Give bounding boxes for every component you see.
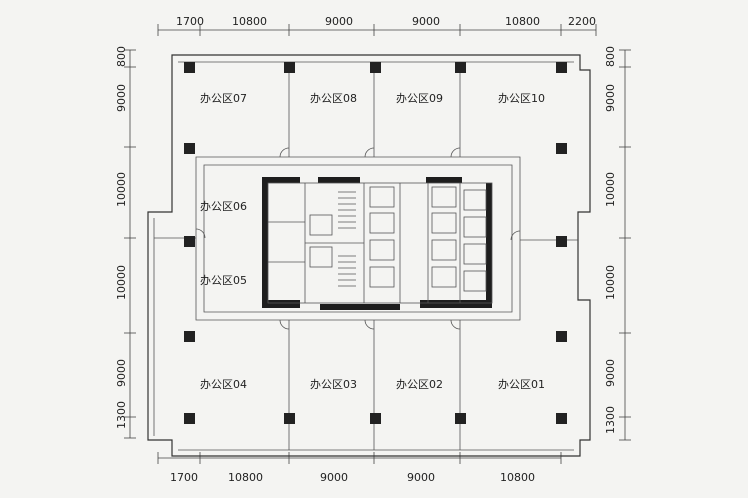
column — [455, 62, 466, 73]
bottom-dim-5: 10800 — [500, 471, 535, 484]
zone-label-10: 办公区10 — [498, 92, 545, 105]
right-dim-2: 9000 — [604, 84, 617, 112]
top-dimension-line — [157, 24, 597, 36]
top-dim-3: 9000 — [325, 15, 353, 28]
column — [556, 236, 567, 247]
zone-label-06: 办公区06 — [200, 200, 247, 213]
zone-label-01: 办公区01 — [498, 378, 545, 391]
column — [284, 62, 295, 73]
elevator-car — [463, 270, 487, 292]
column — [370, 413, 381, 424]
elevator-car — [431, 239, 457, 261]
zone-labels: 办公区07 办公区08 办公区09 办公区10 办公区06 办公区05 办公区0… — [200, 92, 545, 391]
elevator-car — [431, 212, 457, 234]
column — [284, 413, 295, 424]
column — [184, 62, 195, 73]
structural-columns — [184, 62, 567, 424]
column — [556, 413, 567, 424]
elevator-car — [309, 246, 333, 268]
elevators — [309, 186, 487, 292]
zone-label-04: 办公区04 — [200, 378, 247, 391]
right-dim-6: 1300 — [604, 406, 617, 434]
zone-label-09: 办公区09 — [396, 92, 443, 105]
right-dim-3: 10000 — [604, 172, 617, 207]
bottom-dimension-labels: 1700 10800 9000 9000 10800 — [170, 471, 535, 484]
column — [556, 143, 567, 154]
elevator-car — [431, 266, 457, 288]
zone-label-07: 办公区07 — [200, 92, 247, 105]
bottom-dim-2: 10800 — [228, 471, 263, 484]
column — [556, 331, 567, 342]
right-dim-1: 800 — [604, 46, 617, 67]
elevator-car — [369, 186, 395, 208]
elevator-car — [369, 212, 395, 234]
elevator-car — [463, 243, 487, 265]
elevator-car — [309, 214, 333, 236]
bottom-dim-3: 9000 — [320, 471, 348, 484]
elevator-car — [369, 239, 395, 261]
bottom-dim-1: 1700 — [170, 471, 198, 484]
column — [370, 62, 381, 73]
elevator-car — [463, 189, 487, 211]
building-core — [262, 177, 493, 310]
column — [556, 62, 567, 73]
stairs — [338, 191, 356, 287]
elevator-car — [463, 216, 487, 238]
right-dim-5: 9000 — [604, 359, 617, 387]
zone-label-05: 办公区05 — [200, 274, 247, 287]
left-dim-2: 9000 — [115, 84, 128, 112]
top-dim-6: 2200 — [568, 15, 596, 28]
left-dimension-labels: 800 9000 10000 10000 9000 1300 — [115, 46, 128, 429]
elevator-car — [369, 266, 395, 288]
left-dim-6: 1300 — [115, 401, 128, 429]
right-dim-4: 10000 — [604, 265, 617, 300]
bottom-dim-4: 9000 — [407, 471, 435, 484]
left-dim-1: 800 — [115, 46, 128, 67]
top-dim-2: 10800 — [232, 15, 267, 28]
left-dim-5: 9000 — [115, 359, 128, 387]
zone-partitions — [154, 62, 578, 450]
top-dim-1: 1700 — [176, 15, 204, 28]
left-dimension-line — [124, 49, 136, 439]
column — [184, 413, 195, 424]
zone-label-02: 办公区02 — [396, 378, 443, 391]
left-dim-4: 10000 — [115, 265, 128, 300]
right-dimension-labels: 800 9000 10000 10000 9000 1300 — [604, 46, 617, 434]
column — [184, 331, 195, 342]
door-swings — [195, 147, 521, 330]
column — [455, 413, 466, 424]
top-dimension-labels: 1700 10800 9000 9000 10800 2200 — [176, 15, 596, 28]
corridor-ring — [195, 156, 521, 321]
zone-label-03: 办公区03 — [310, 378, 357, 391]
top-dim-5: 10800 — [505, 15, 540, 28]
zone-label-08: 办公区08 — [310, 92, 357, 105]
column — [184, 236, 195, 247]
building-outline — [147, 54, 591, 457]
right-dimension-line — [619, 49, 631, 441]
bottom-dimension-line — [157, 452, 562, 464]
left-dim-3: 10000 — [115, 172, 128, 207]
column — [184, 143, 195, 154]
elevator-car — [431, 186, 457, 208]
top-dim-4: 9000 — [412, 15, 440, 28]
